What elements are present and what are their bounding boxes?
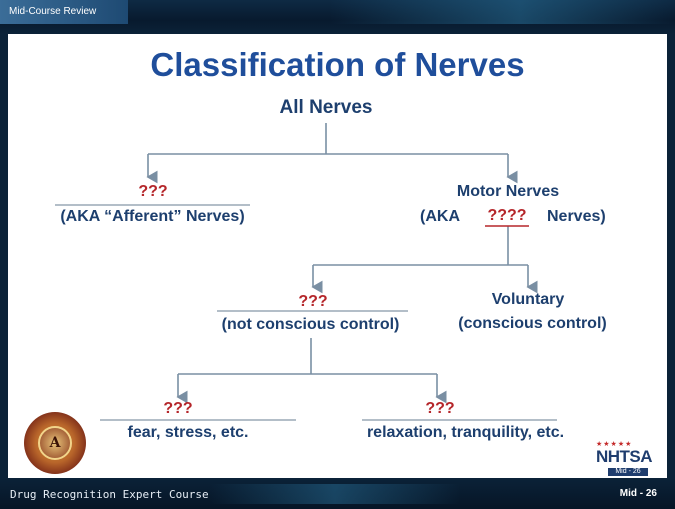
node-bottom-left-mark: ??? xyxy=(163,400,193,417)
left-frame xyxy=(0,34,8,478)
slide-title: Classification of Nerves xyxy=(150,46,525,83)
course-name: Drug Recognition Expert Course xyxy=(10,488,209,501)
top-bar-glow xyxy=(330,0,675,24)
node-motor-aka-suffix: Nerves) xyxy=(547,208,606,225)
node-motor-aka-mark: ???? xyxy=(487,207,527,224)
node-middle-left-desc: (not conscious control) xyxy=(221,316,400,333)
seal-letter: A xyxy=(49,435,61,451)
node-voluntary: Voluntary xyxy=(491,291,565,308)
section-label: Mid-Course Review xyxy=(0,0,128,24)
slide-number: Mid - 26 xyxy=(619,488,657,499)
nhtsa-subtext: Mid - 26 xyxy=(608,468,648,476)
node-middle-left-mark: ??? xyxy=(298,293,328,310)
node-motor-nerves: Motor Nerves xyxy=(456,183,560,200)
association-seal-logo: A xyxy=(24,412,86,474)
bottom-bar-glow xyxy=(210,484,460,504)
node-left-top-aka: (AKA “Afferent” Nerves) xyxy=(60,208,245,225)
top-bar: Mid-Course Review xyxy=(0,0,675,34)
node-voluntary-desc: (conscious control) xyxy=(458,315,607,332)
nhtsa-text: NHTSA xyxy=(595,447,653,466)
node-motor-aka-prefix: (AKA xyxy=(420,208,460,225)
seal-center: A xyxy=(38,426,72,460)
nhtsa-stars-icon: ★★★★★ xyxy=(596,441,633,448)
node-all-nerves: All Nerves xyxy=(279,97,373,118)
node-bottom-right-mark: ??? xyxy=(425,400,455,417)
nhtsa-logo: ★★★★★ NHTSA Mid - 26 xyxy=(592,441,656,479)
node-bottom-left-desc: fear, stress, etc. xyxy=(127,424,249,441)
right-frame xyxy=(667,34,675,478)
node-left-top-mark: ??? xyxy=(138,183,168,200)
node-bottom-right-desc: relaxation, tranquility, etc. xyxy=(366,424,565,441)
